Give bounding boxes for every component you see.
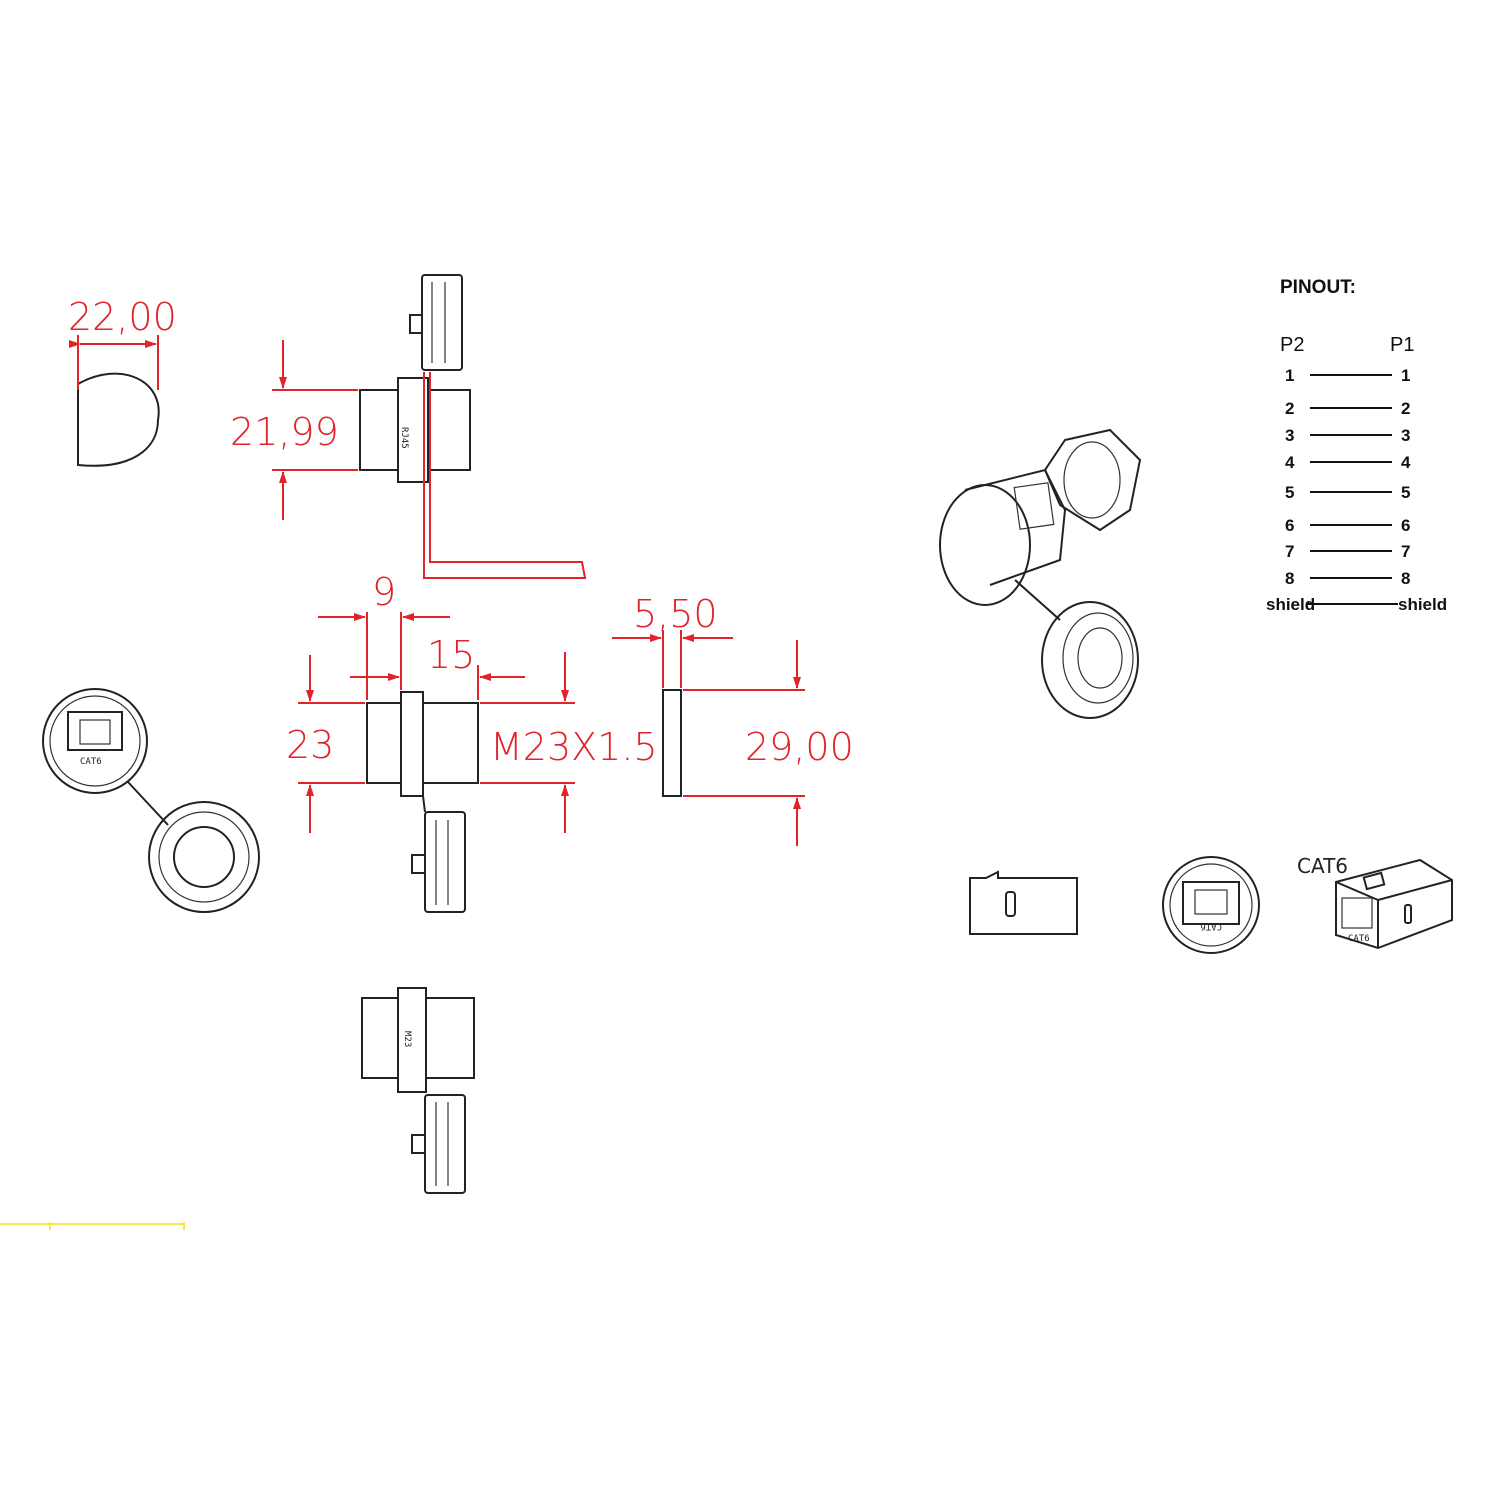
pin-right-3: 3 — [1401, 426, 1410, 445]
pin-left-7: 7 — [1285, 542, 1294, 561]
coupler-front-view: CAT6 — [1162, 856, 1260, 954]
coupler-side-view — [969, 870, 1078, 935]
pinout-header-right: P1 — [1390, 334, 1414, 356]
connector-side-view-top: RJ45 21,99 — [230, 274, 587, 579]
coupler-label: CAT6 — [1297, 854, 1348, 878]
pin-right-9: shield — [1398, 595, 1447, 614]
connector-side-view-bottom: M23 — [361, 987, 475, 1194]
body-mark-a: RJ45 — [399, 427, 409, 449]
round-cap-side-view: 22,00 — [68, 295, 177, 467]
pinout-table: PINOUT: P2 P1 1 1 2 2 3 3 4 4 5 5 6 6 7 7 8 8 shield shie… — [1266, 277, 1447, 614]
coupler-isometric: CAT6 CAT6 — [1297, 854, 1453, 950]
pin-left-9: shield — [1266, 595, 1315, 614]
dim-thread-spec: M23X1.5 — [490, 725, 658, 769]
pin-left-5: 5 — [1285, 483, 1294, 502]
thread-left-top — [359, 389, 399, 471]
pin-right-6: 6 — [1401, 516, 1410, 535]
pinout-rows: 1 1 2 2 3 3 4 4 5 5 6 6 7 7 8 8 shield shield — [1266, 366, 1447, 614]
body-mark-b: M23 — [402, 1031, 412, 1047]
dim-cap-height: 29,00 — [745, 725, 854, 769]
cap-side-profile: 5,50 29,00 — [612, 592, 854, 846]
pinout-title: PINOUT: — [1280, 277, 1356, 298]
pin-right-1: 1 — [1401, 366, 1410, 385]
pin-left-2: 2 — [1285, 399, 1294, 418]
dim-thread-len-a: 9 — [372, 570, 396, 614]
pin-left-6: 6 — [1285, 516, 1294, 535]
pin-left-8: 8 — [1285, 569, 1294, 588]
pin-right-8: 8 — [1401, 569, 1410, 588]
dim-round-diameter: 22,00 — [68, 295, 177, 339]
dim-thread-len-b: 15 — [427, 633, 475, 677]
pin-right-4: 4 — [1401, 453, 1411, 472]
pinout-header-left: P2 — [1280, 334, 1304, 356]
pin-right-2: 2 — [1401, 399, 1410, 418]
dim-thread-diameter: 23 — [286, 723, 334, 767]
yellow-corner-mark — [0, 1222, 185, 1230]
connector-side-view-dimensioned: 9 15 23 M23X1.5 — [286, 570, 658, 913]
pin-left-3: 3 — [1285, 426, 1294, 445]
dim-cap-thickness: 5,50 — [633, 592, 718, 636]
pin-left-1: 1 — [1285, 366, 1294, 385]
pin-right-5: 5 — [1401, 483, 1410, 502]
coupler-body-label: CAT6 — [1348, 934, 1370, 944]
front-view-with-cap: CAT6 — [42, 688, 260, 913]
pin-left-4: 4 — [1285, 453, 1295, 472]
isometric-view — [939, 428, 1142, 719]
front-port-label: CAT6 — [1200, 921, 1222, 931]
dim-side-height: 21,99 — [230, 410, 339, 454]
pin-right-7: 7 — [1401, 542, 1410, 561]
front-small-cat6: CAT6 — [80, 757, 102, 767]
